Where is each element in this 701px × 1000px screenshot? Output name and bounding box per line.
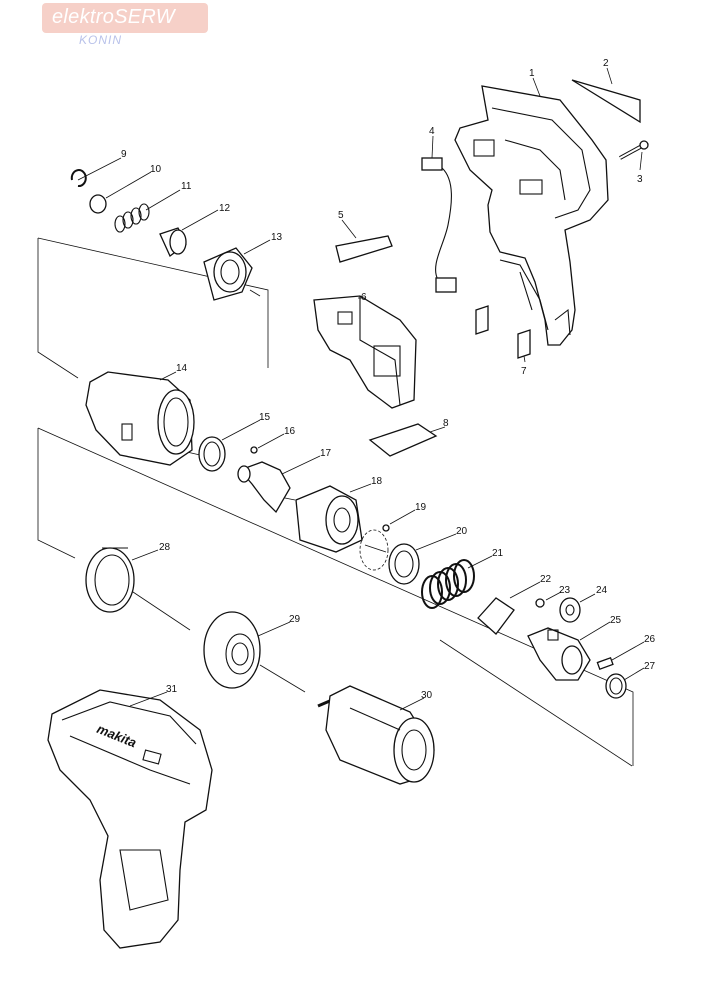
group-frame-lines: [37, 237, 634, 767]
part-sleeve: [159, 227, 187, 258]
watermark-brand: elektroSERW: [52, 6, 175, 28]
part-end-ring: [605, 673, 627, 699]
part-label-15: 15: [259, 412, 271, 423]
part-switch: [313, 295, 417, 409]
watermark-logo: [42, 3, 208, 33]
part-label-29: 29: [289, 614, 301, 625]
part-name-plate: [571, 79, 641, 124]
part-o-ring: [198, 436, 226, 472]
part-label-13: 13: [271, 232, 283, 243]
part-flat-washer: [388, 543, 420, 585]
part-terminal-plate: [368, 423, 438, 457]
part-square-ring: [477, 597, 515, 635]
part-spring: [114, 203, 150, 233]
part-label-3: 3: [637, 174, 643, 185]
part-label-10: 10: [150, 164, 162, 175]
part-label-30: 30: [421, 690, 433, 701]
part-label-2: 2: [603, 58, 609, 69]
part-label-20: 20: [456, 526, 468, 537]
part-internal-gear: [85, 547, 135, 613]
part-label-5: 5: [338, 210, 344, 221]
part-label-28: 28: [159, 542, 171, 553]
part-label-21: 21: [492, 548, 504, 559]
part-washer: [89, 194, 107, 214]
part-label-12: 12: [219, 203, 231, 214]
part-gear: [559, 597, 581, 623]
part-label-22: 22: [540, 574, 552, 585]
part-dc-motor: [317, 685, 435, 785]
part-gear-housing: [203, 611, 261, 689]
part-label-4: 4: [429, 126, 435, 137]
part-pin: [596, 656, 614, 670]
part-ball-ring: [359, 529, 389, 571]
part-anvil: [237, 461, 291, 514]
part-label-18: 18: [371, 476, 383, 487]
part-compression-spring: [421, 559, 475, 609]
part-steel-ball: [250, 446, 258, 454]
part-label-14: 14: [176, 363, 188, 374]
part-label-17: 17: [320, 448, 332, 459]
part-cable: [421, 157, 457, 293]
leader-lines: [77, 67, 645, 711]
part-label-27: 27: [644, 661, 656, 672]
part-clip: [475, 305, 489, 335]
part-steel-ball: [382, 524, 390, 532]
part-retaining-ring: [70, 169, 87, 188]
part-clip: [517, 329, 531, 359]
part-hammer-case: [85, 371, 195, 466]
part-label-6: 6: [361, 292, 367, 303]
part-front-cover: [203, 247, 253, 301]
part-label-23: 23: [559, 585, 571, 596]
part-label-26: 26: [644, 634, 656, 645]
part-housing-set: makita: [47, 689, 213, 949]
part-number-labels: 1 2 3 4 5 6 7 8 9 10 11 12 13 14 15 16 1…: [121, 58, 656, 701]
part-hammer: [295, 485, 363, 553]
part-label-1: 1: [529, 68, 535, 79]
part-label-9: 9: [121, 149, 127, 160]
part-label-16: 16: [284, 426, 296, 437]
part-label-19: 19: [415, 502, 427, 513]
part-label-11: 11: [181, 181, 192, 192]
part-label-24: 24: [596, 585, 608, 596]
part-label-8: 8: [443, 418, 449, 429]
part-label-25: 25: [610, 615, 622, 626]
part-label-31: 31: [166, 684, 178, 695]
part-label-7: 7: [521, 366, 527, 377]
part-housing-half: [454, 85, 609, 346]
part-steel-ball: [535, 598, 545, 608]
part-spindle: [527, 627, 591, 681]
watermark-city: KONIN: [79, 33, 123, 47]
part-screw: [619, 140, 649, 160]
part-switch-lever: [335, 235, 393, 263]
